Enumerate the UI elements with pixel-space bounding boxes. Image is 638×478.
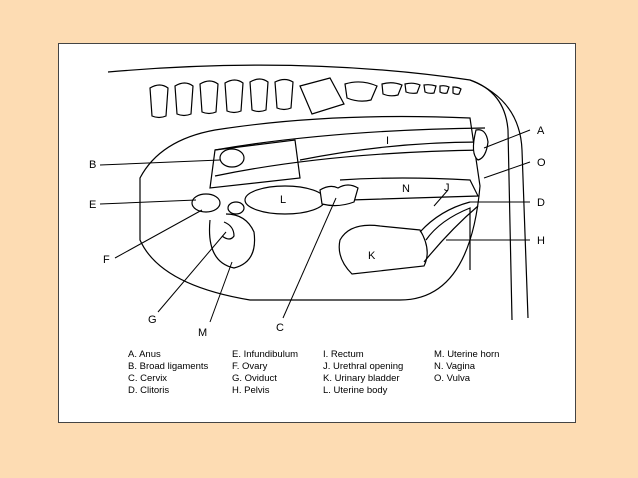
rectum-inner	[299, 141, 481, 161]
legend-item: G. Oviduct	[232, 373, 277, 384]
uterine-horn	[208, 213, 256, 269]
legend-item: E. Infundibulum	[232, 349, 299, 360]
legend-item: M. Uterine horn	[434, 349, 500, 360]
infundibulum	[191, 193, 221, 213]
legend-item: N. Vagina	[434, 361, 476, 372]
leader-C	[282, 197, 337, 319]
legend-item: O. Vulva	[434, 373, 471, 384]
leader-M	[209, 261, 233, 323]
body-cavity	[139, 115, 481, 301]
label-F: F	[103, 254, 110, 266]
label-E: E	[89, 199, 96, 211]
leader-B	[99, 159, 221, 166]
label-N: N	[402, 183, 410, 195]
legend-column-1: A. Anus B. Broad ligaments C. Cervix D. …	[128, 349, 208, 397]
vertebrae	[149, 77, 462, 119]
leader-O	[483, 161, 531, 179]
leader-G	[157, 231, 227, 313]
legend-column-2: E. Infundibulum F. Ovary G. Oviduct H. P…	[232, 349, 298, 397]
label-J: J	[444, 182, 450, 194]
label-G: G	[148, 314, 157, 326]
leader-F	[114, 209, 203, 259]
label-M: M	[198, 327, 207, 339]
label-O: O	[537, 157, 546, 169]
legend-item: L. Uterine body	[323, 385, 388, 396]
leader-A	[483, 129, 531, 149]
urinary-bladder	[338, 224, 428, 275]
label-C: C	[276, 322, 284, 334]
legend-item: I. Rectum	[323, 349, 364, 360]
label-H: H	[537, 235, 545, 247]
broad-ligament	[209, 139, 301, 189]
back-outline	[107, 64, 513, 321]
label-D: D	[537, 197, 545, 209]
legend-item: C. Cervix	[128, 373, 168, 384]
vagina	[339, 177, 479, 201]
label-A: A	[537, 125, 545, 137]
anus	[472, 129, 489, 161]
rump-outline	[469, 79, 529, 319]
leader-E	[99, 199, 197, 205]
ligament-round	[219, 148, 245, 168]
oviduct	[221, 221, 235, 240]
pelvis	[425, 207, 471, 270]
legend-item: J. Urethral opening	[323, 361, 404, 372]
legend-column-4: M. Uterine horn N. Vagina O. Vulva	[434, 349, 499, 385]
rectum	[214, 127, 486, 177]
legend-item: K. Urinary bladder	[323, 373, 400, 384]
cervix	[319, 184, 359, 207]
legend-item: D. Clitoris	[128, 385, 170, 396]
legend-item: A. Anus	[128, 349, 161, 360]
label-I: I	[386, 135, 389, 147]
legend-column-3: I. Rectum J. Urethral opening K. Urinary…	[323, 349, 403, 397]
label-K: K	[368, 250, 376, 262]
leader-J	[433, 189, 449, 207]
ovary	[227, 201, 245, 215]
legend-item: F. Ovary	[232, 361, 268, 372]
label-L: L	[280, 194, 286, 206]
label-B: B	[89, 159, 96, 171]
urethra	[419, 201, 479, 263]
legend-item: B. Broad ligaments	[128, 361, 209, 372]
legend-item: H. Pelvis	[232, 385, 270, 396]
